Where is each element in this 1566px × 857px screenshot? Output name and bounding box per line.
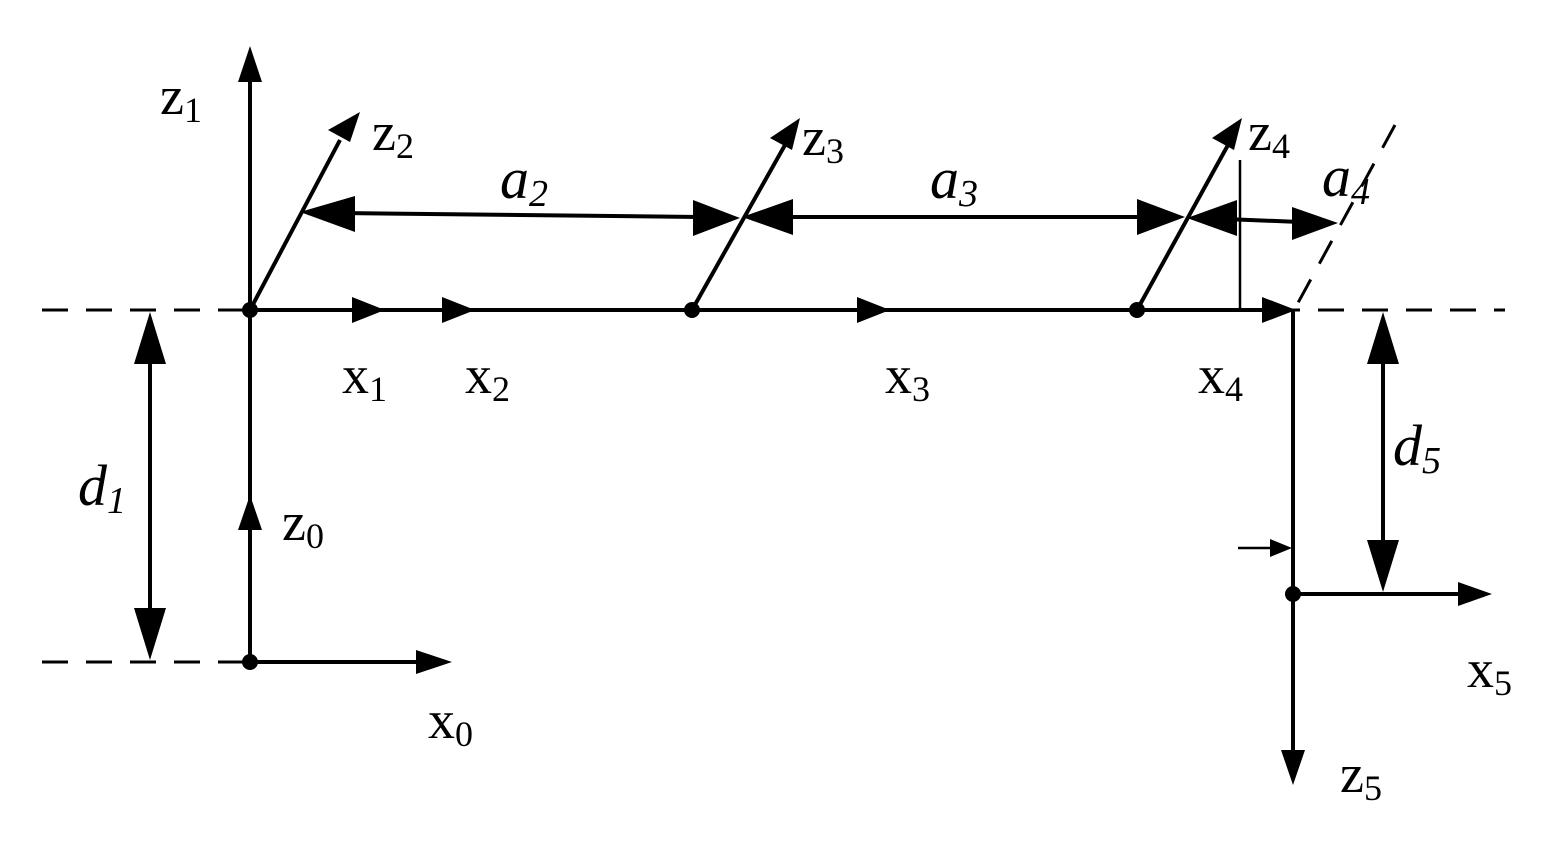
- label-a2: a2: [500, 146, 548, 215]
- label-d5: d5: [1393, 413, 1441, 482]
- a3-dimension-arrow: [742, 199, 1185, 235]
- frame-4: [1129, 118, 1296, 323]
- label-a3: a3: [930, 146, 978, 215]
- small-offset-arrow-head: [1270, 539, 1292, 557]
- d5-dimension-arrow: [1367, 312, 1399, 592]
- label-x1: x1: [342, 345, 387, 409]
- origin-4: [1129, 302, 1145, 318]
- label-z2: z2: [372, 102, 414, 166]
- origin-3: [684, 302, 700, 318]
- d1-dimension-arrow: [134, 312, 166, 660]
- label-x5: x5: [1467, 639, 1512, 703]
- x3-arrow-head: [857, 297, 890, 323]
- label-z1: z1: [160, 66, 202, 130]
- z4-arrow-head: [1212, 118, 1242, 150]
- label-z4: z4: [1248, 102, 1290, 166]
- label-x4: x4: [1198, 345, 1243, 409]
- origin-0: [242, 654, 258, 670]
- frame-1: [238, 46, 1262, 323]
- label-x3: x3: [885, 345, 930, 409]
- a4-dimension-arrow: [1187, 200, 1338, 240]
- z3-arrow-head: [770, 118, 800, 150]
- label-z5: z5: [1340, 744, 1382, 808]
- z2-arrow-head: [328, 112, 360, 142]
- label-x2: x2: [465, 345, 510, 409]
- frame-0: [238, 310, 452, 674]
- z1-arrow-head: [238, 46, 262, 82]
- x1-arrow-head: [352, 297, 385, 323]
- origin-5: [1285, 586, 1301, 602]
- label-a4: a4: [1322, 144, 1370, 213]
- z5-arrow-head: [1281, 750, 1305, 785]
- label-x0: x0: [428, 690, 473, 754]
- x0-arrow-head: [416, 650, 452, 674]
- x4-arrow-head: [1262, 297, 1296, 323]
- label-d1: d1: [78, 453, 126, 522]
- a2-dimension-arrow: [300, 196, 740, 236]
- x2-arrow-head: [442, 297, 475, 323]
- label-z3: z3: [802, 107, 844, 171]
- x5-arrow-head: [1458, 582, 1492, 606]
- origin-1: [242, 302, 258, 318]
- label-z0: z0: [282, 492, 324, 556]
- a4-dashed-extension: [1291, 124, 1397, 313]
- z0-arrow-head: [238, 495, 262, 530]
- frame-5: [1238, 310, 1492, 785]
- frame-3: [684, 118, 890, 323]
